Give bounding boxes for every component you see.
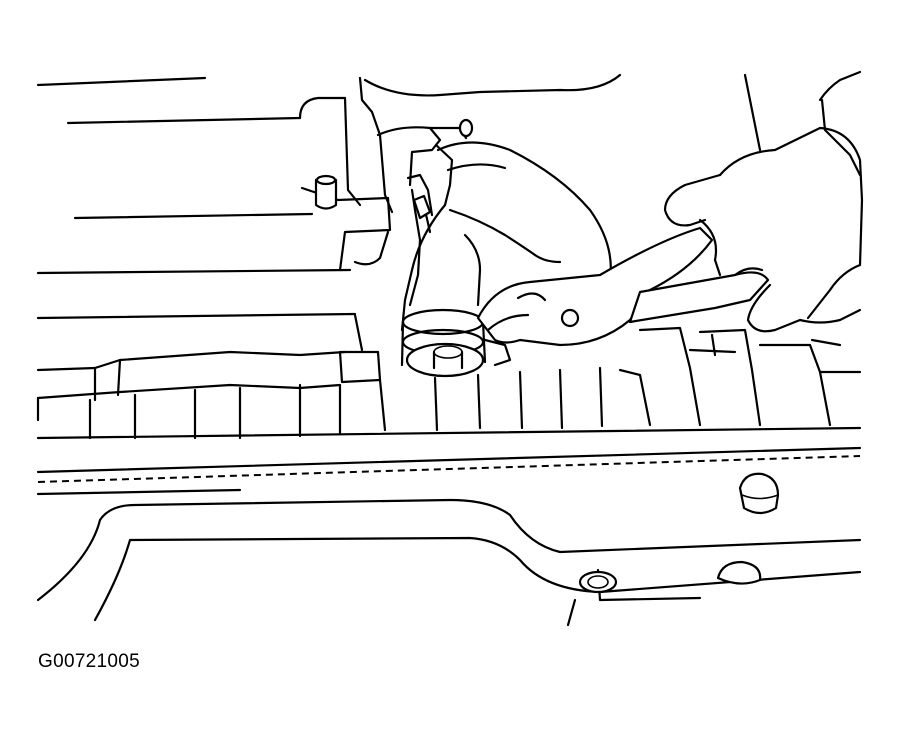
- hose-clamp-and-radiator-neck: [400, 308, 512, 378]
- radiator-top-tank: [36, 326, 862, 440]
- engine-intake-manifold: [36, 70, 862, 352]
- hand: [663, 126, 864, 347]
- hose-clamp-pliers: [476, 226, 770, 347]
- figure-id-label: G00721005: [38, 651, 141, 672]
- thermostat-housing: [376, 118, 474, 307]
- radiator-body: [36, 446, 862, 627]
- upper-radiator-hose: [400, 141, 612, 332]
